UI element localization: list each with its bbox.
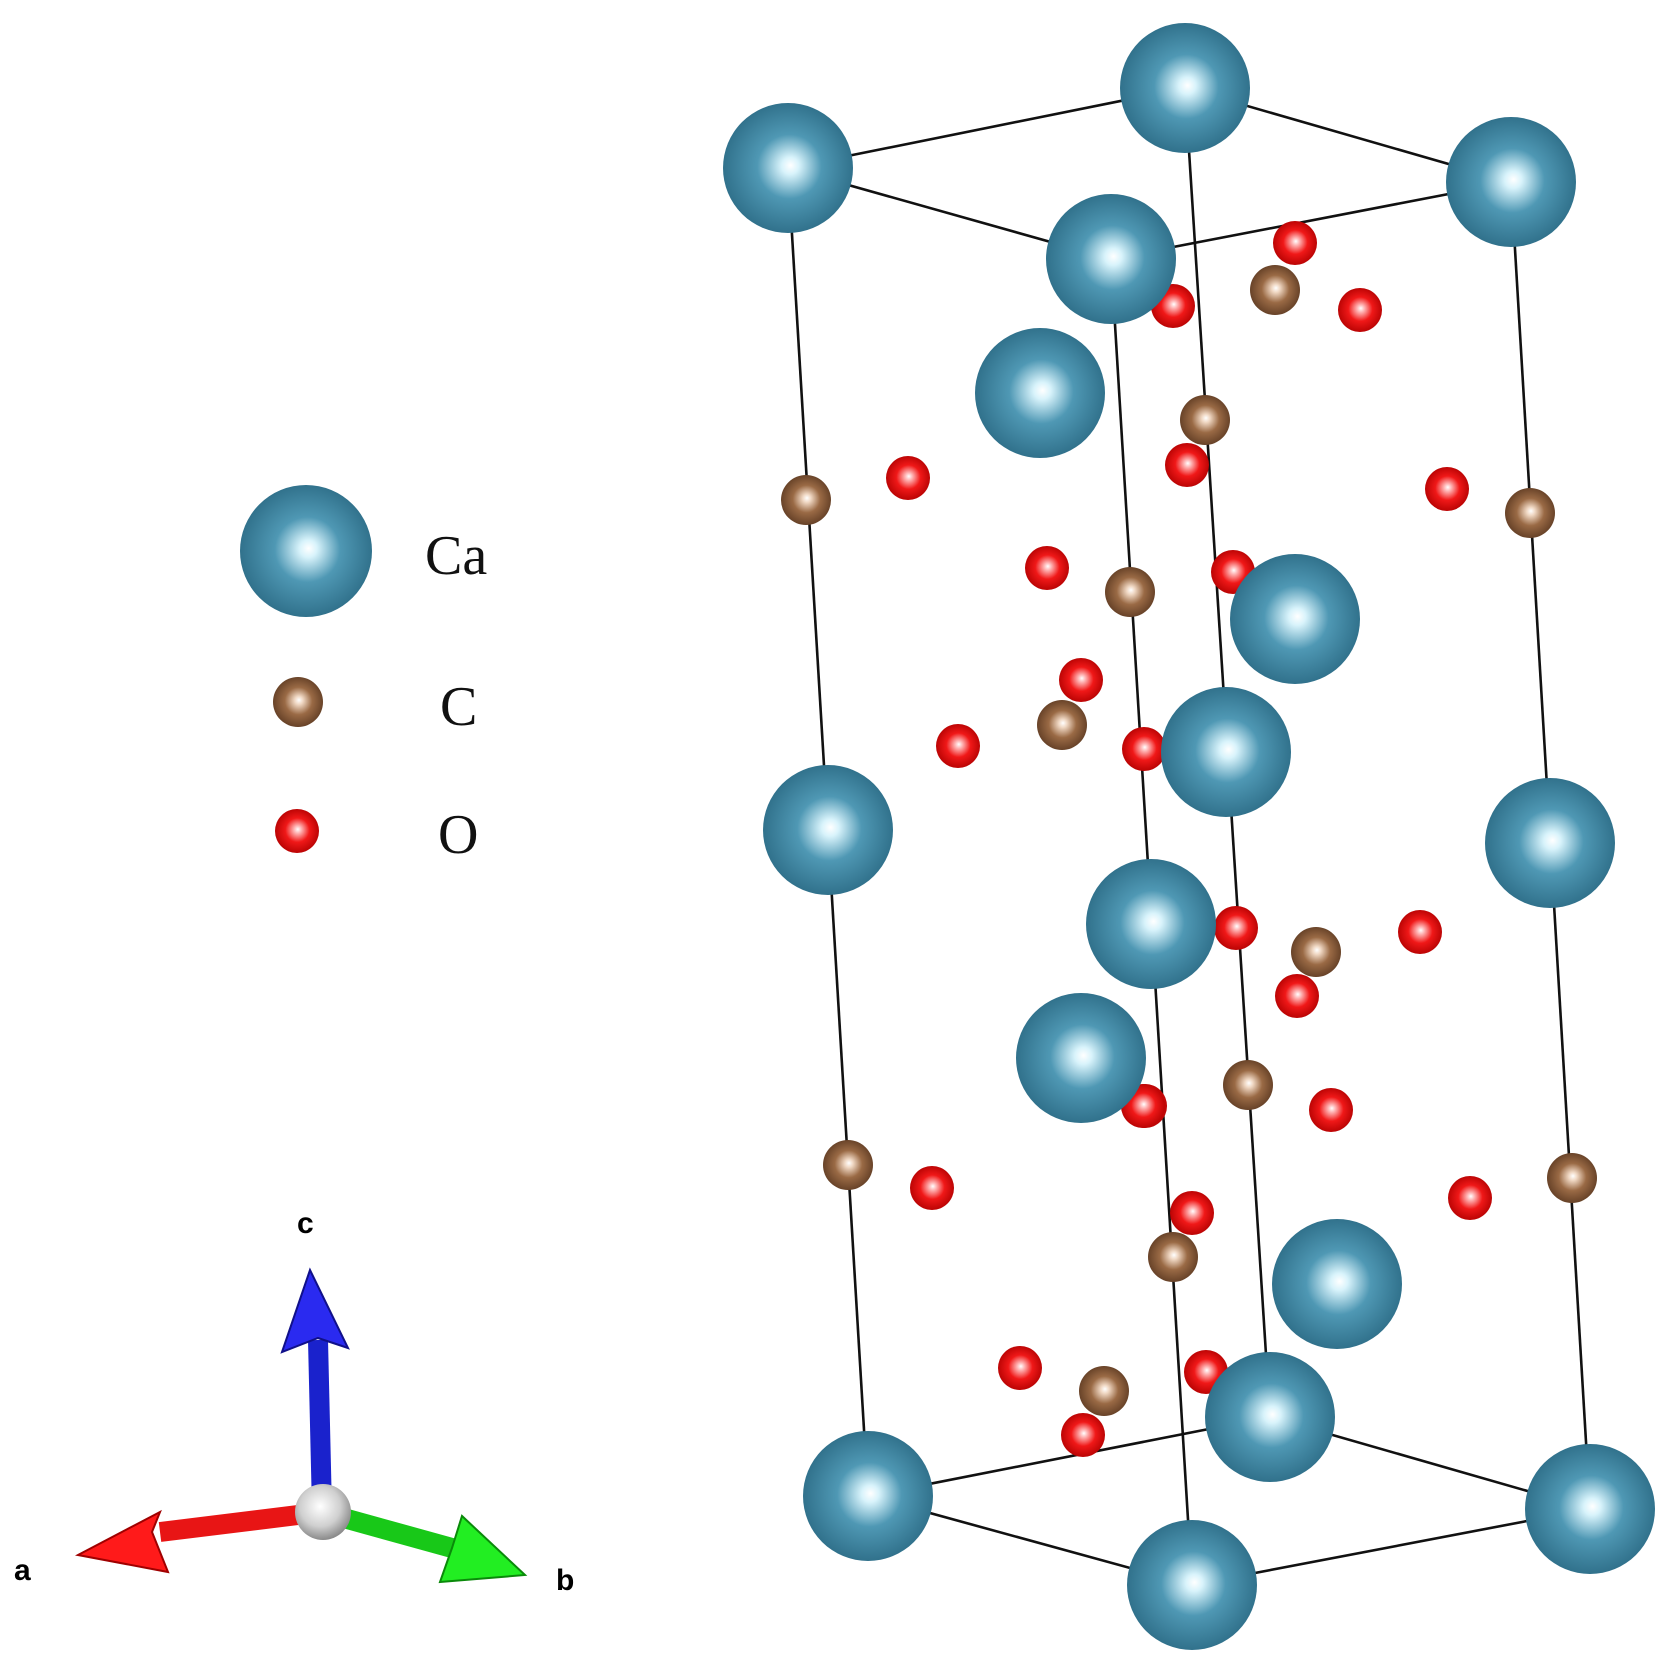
oxygen-atom (1214, 906, 1258, 950)
calcium-atom (1086, 859, 1216, 989)
carbon-atom (1505, 488, 1555, 538)
calcium-atom (1016, 993, 1146, 1123)
legend-o-swatch (275, 809, 319, 853)
oxygen-atom (886, 456, 930, 500)
calcium-atom (975, 328, 1105, 458)
cell-edge (867, 1415, 1271, 1498)
legend-c-label: C (440, 676, 477, 738)
a-axis-shaft (158, 1502, 324, 1542)
calcium-atom (1205, 1352, 1335, 1482)
a-axis-arrowhead (74, 1509, 170, 1574)
axis-label-a: a (14, 1554, 31, 1587)
axis-triad: c a b (14, 1207, 574, 1597)
carbon-atom (1223, 1060, 1273, 1110)
cell-edge (787, 86, 1186, 170)
legend-o-label: O (438, 804, 478, 866)
oxygen-atom (1448, 1176, 1492, 1220)
oxygen-atom (1061, 1413, 1105, 1457)
carbon-atom (1037, 700, 1087, 750)
oxygen-atom (936, 724, 980, 768)
carbon-atom (1105, 567, 1155, 617)
legend-ca-label: Ca (425, 525, 487, 587)
oxygen-atom (1398, 910, 1442, 954)
oxygen-atom (1338, 288, 1382, 332)
oxygen-atom (910, 1166, 954, 1210)
carbon-atom (1291, 927, 1341, 977)
calcium-atom (1485, 778, 1615, 908)
legend: Ca C O (240, 485, 487, 866)
axis-label-b: b (556, 1564, 574, 1597)
oxygen-atom (1273, 221, 1317, 265)
oxygen-atom (1025, 546, 1069, 590)
calcium-atom (1525, 1444, 1655, 1574)
calcium-atom (1446, 117, 1576, 247)
b-axis-arrowhead (438, 1514, 528, 1584)
oxygen-atom (998, 1346, 1042, 1390)
calcium-atom (803, 1431, 933, 1561)
carbon-atom (1250, 265, 1300, 315)
oxygen-atom (1122, 727, 1166, 771)
legend-c-swatch (273, 677, 323, 727)
oxygen-atom (1059, 658, 1103, 702)
c-axis-arrowhead (280, 1267, 350, 1354)
oxygen-atom (1425, 467, 1469, 511)
calcium-atom (1272, 1219, 1402, 1349)
calcium-atom (1127, 1520, 1257, 1650)
origin-sphere (295, 1484, 351, 1540)
oxygen-atom (1170, 1191, 1214, 1235)
cell-edge (1191, 1507, 1591, 1587)
calcium-atom (1046, 194, 1176, 324)
carbon-atom (1180, 395, 1230, 445)
calcium-atom (1230, 554, 1360, 684)
cell-edge (1110, 180, 1512, 261)
legend-ca-swatch (240, 485, 372, 617)
carbon-atom (1547, 1153, 1597, 1203)
calcium-atom (1161, 687, 1291, 817)
calcium-atom (763, 765, 893, 895)
carbon-atom (823, 1140, 873, 1190)
carbon-atom (1079, 1366, 1129, 1416)
calcium-atom (723, 103, 853, 233)
carbon-atom (1148, 1232, 1198, 1282)
oxygen-atom (1275, 974, 1319, 1018)
carbon-atom (781, 475, 831, 525)
atoms (723, 23, 1655, 1650)
axis-label-c: c (297, 1207, 314, 1240)
oxygen-atom (1165, 443, 1209, 487)
oxygen-atom (1309, 1088, 1353, 1132)
c-axis-shaft (308, 1339, 332, 1511)
calcium-atom (1120, 23, 1250, 153)
